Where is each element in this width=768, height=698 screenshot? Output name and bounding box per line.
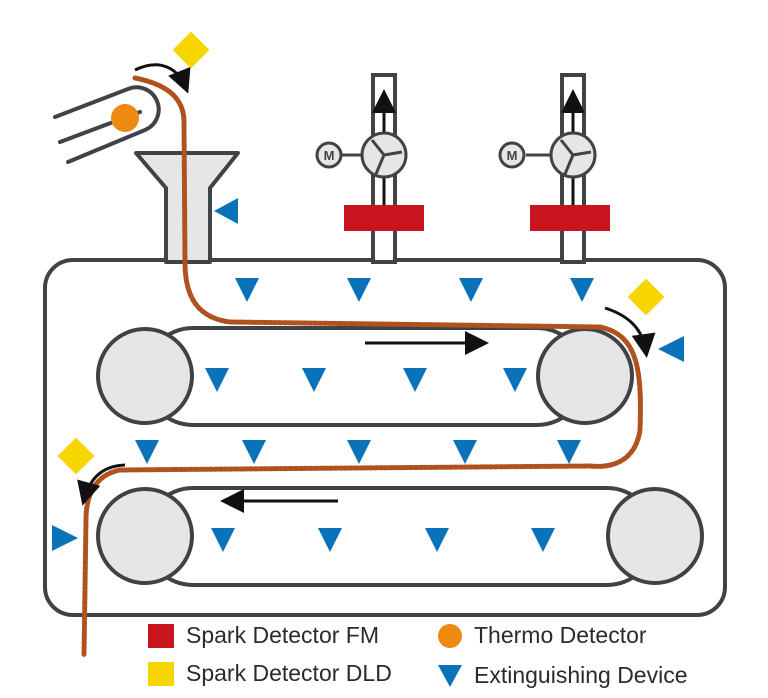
extinguisher-icon	[302, 368, 326, 392]
extinguisher-icon	[531, 528, 555, 552]
legend-item-spark-fm: Spark Detector FM	[148, 622, 379, 649]
extinguisher-icon	[453, 440, 477, 464]
lower-belt-roller-right	[606, 487, 704, 585]
spark-detector-dld-swatch	[148, 661, 174, 686]
extinguisher-icon	[557, 440, 581, 464]
extinguisher-icon	[318, 528, 342, 552]
legend-label: Spark Detector DLD	[186, 660, 392, 686]
inlet-conveyor	[53, 85, 161, 164]
motor-label: M	[324, 148, 335, 163]
spark-detector-fm-right	[530, 205, 610, 231]
upper-belt-roller-left	[96, 327, 194, 425]
extinguisher-icon-left	[52, 525, 78, 551]
extinguisher-icon	[503, 368, 527, 392]
extinguisher-icon	[235, 278, 259, 302]
lower-transfer-arrow	[77, 463, 126, 506]
extinguishing-devices	[52, 198, 684, 552]
extinguisher-icon	[211, 528, 235, 552]
extinguisher-icon	[242, 440, 266, 464]
upper-transfer-arrow	[604, 306, 656, 358]
extinguisher-icon	[425, 528, 449, 552]
motor-icon	[498, 141, 526, 169]
extinguisher-icon	[205, 368, 229, 392]
spark-detector-dld-inlet	[172, 31, 210, 69]
inlet-direction-arrow	[134, 63, 191, 94]
extinguisher-icon	[135, 440, 159, 464]
extinguisher-icon	[347, 278, 371, 302]
spark-detector-fm-left	[344, 205, 424, 231]
upper-belt-roller-right	[536, 327, 634, 425]
extinguisher-icon-right	[658, 336, 684, 362]
motor-label: M	[507, 148, 518, 163]
legend-label: Extinguishing Device	[474, 662, 688, 688]
extinguisher-icon-hopper	[214, 198, 238, 224]
thermo-detector	[111, 104, 139, 132]
extinguisher-icon	[403, 368, 427, 392]
extinguisher-swatch	[438, 664, 462, 687]
extinguisher-icon	[570, 278, 594, 302]
exhaust-duct-right: M	[498, 73, 610, 264]
motor-icon	[315, 141, 343, 169]
legend-item-extinguisher: Extinguishing Device	[438, 662, 688, 689]
thermo-detector-swatch	[438, 623, 462, 648]
extinguisher-icon	[459, 278, 483, 302]
extinguisher-icon	[347, 440, 371, 464]
spark-detector-fm-swatch	[148, 623, 174, 648]
spark-detector-dld-upper	[627, 278, 665, 316]
legend-label: Spark Detector FM	[186, 622, 379, 648]
lower-conveyor-belt	[96, 486, 704, 587]
legend-item-thermo: Thermo Detector	[438, 622, 647, 649]
legend-label: Thermo Detector	[474, 622, 647, 648]
legend-item-spark-dld: Spark Detector DLD	[148, 660, 392, 687]
lower-belt-roller-left	[96, 487, 194, 585]
exhaust-duct-left: M	[315, 73, 424, 264]
spark-detector-dld-lower	[57, 437, 95, 475]
